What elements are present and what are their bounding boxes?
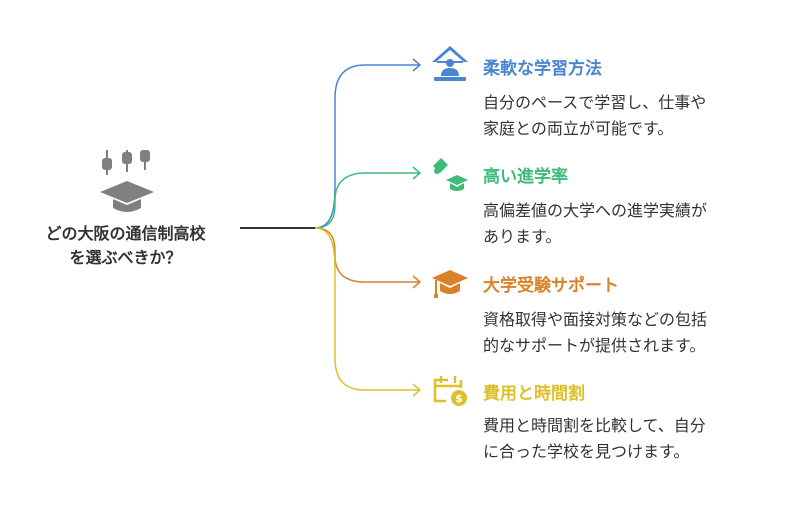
- branch-description-flexible-learning: 自分のペースで学習し、仕事や 家庭との両立が可能です。: [483, 90, 706, 142]
- branch-description-exam-support: 資格取得や面接対策などの包括 的なサポートが提供されます。: [483, 307, 707, 359]
- branch-connector-3: [314, 227, 420, 283]
- arrow-head-3: [412, 275, 422, 289]
- branch-connector-4: [314, 227, 420, 391]
- branch-description-line: 自分のペースで学習し、仕事や: [483, 93, 707, 112]
- svg-text:$: $: [455, 392, 463, 405]
- branch-description-line: に合った学校を見つけます。: [483, 442, 690, 461]
- branch-connector-2: [314, 172, 420, 229]
- central-topic-line-1: どの大阪の通信制高校: [45, 224, 206, 243]
- central-topic-line-2: を選ぶべきか？: [69, 248, 182, 267]
- branch-description-line: あります。: [483, 227, 562, 246]
- branch-title-advancement-rate: 高い進学率: [483, 167, 568, 187]
- branch-title-exam-support: 大学受験サポート: [483, 276, 619, 296]
- branch-description-line: 高偏差値の大学への進学実績が: [483, 201, 708, 220]
- central-topic: どの大阪の通信制高校 を選ぶべきか？: [18, 222, 233, 270]
- branch-description-line: 家庭との両立が可能です。: [483, 119, 674, 138]
- mortarboard-icon: [432, 270, 468, 298]
- graduation-cap-abacus-icon: [100, 150, 154, 212]
- calendar-dollar-icon: $: [433, 376, 467, 406]
- branch-description-cost-schedule: 費用と時間割を比較して、自分 に合った学校を見つけます。: [483, 413, 706, 465]
- branch-description-line: 費用と時間割を比較して、自分: [483, 416, 706, 435]
- diploma-cap-icon: [433, 158, 468, 191]
- branch-description-line: 的なサポートが提供されます。: [483, 336, 706, 355]
- arrow-head-2: [412, 166, 422, 180]
- branch-connector-1: [314, 64, 420, 229]
- arrow-head-4: [412, 383, 422, 397]
- branch-description-line: 資格取得や面接対策などの包括: [483, 310, 708, 329]
- branch-title-flexible-learning: 柔軟な学習方法: [483, 59, 602, 79]
- arrow-head-1: [412, 58, 422, 72]
- home-study-icon: [432, 46, 468, 81]
- branch-title-cost-schedule: 費用と時間割: [483, 384, 585, 404]
- branch-description-advancement-rate: 高偏差値の大学への進学実績が あります。: [483, 198, 707, 250]
